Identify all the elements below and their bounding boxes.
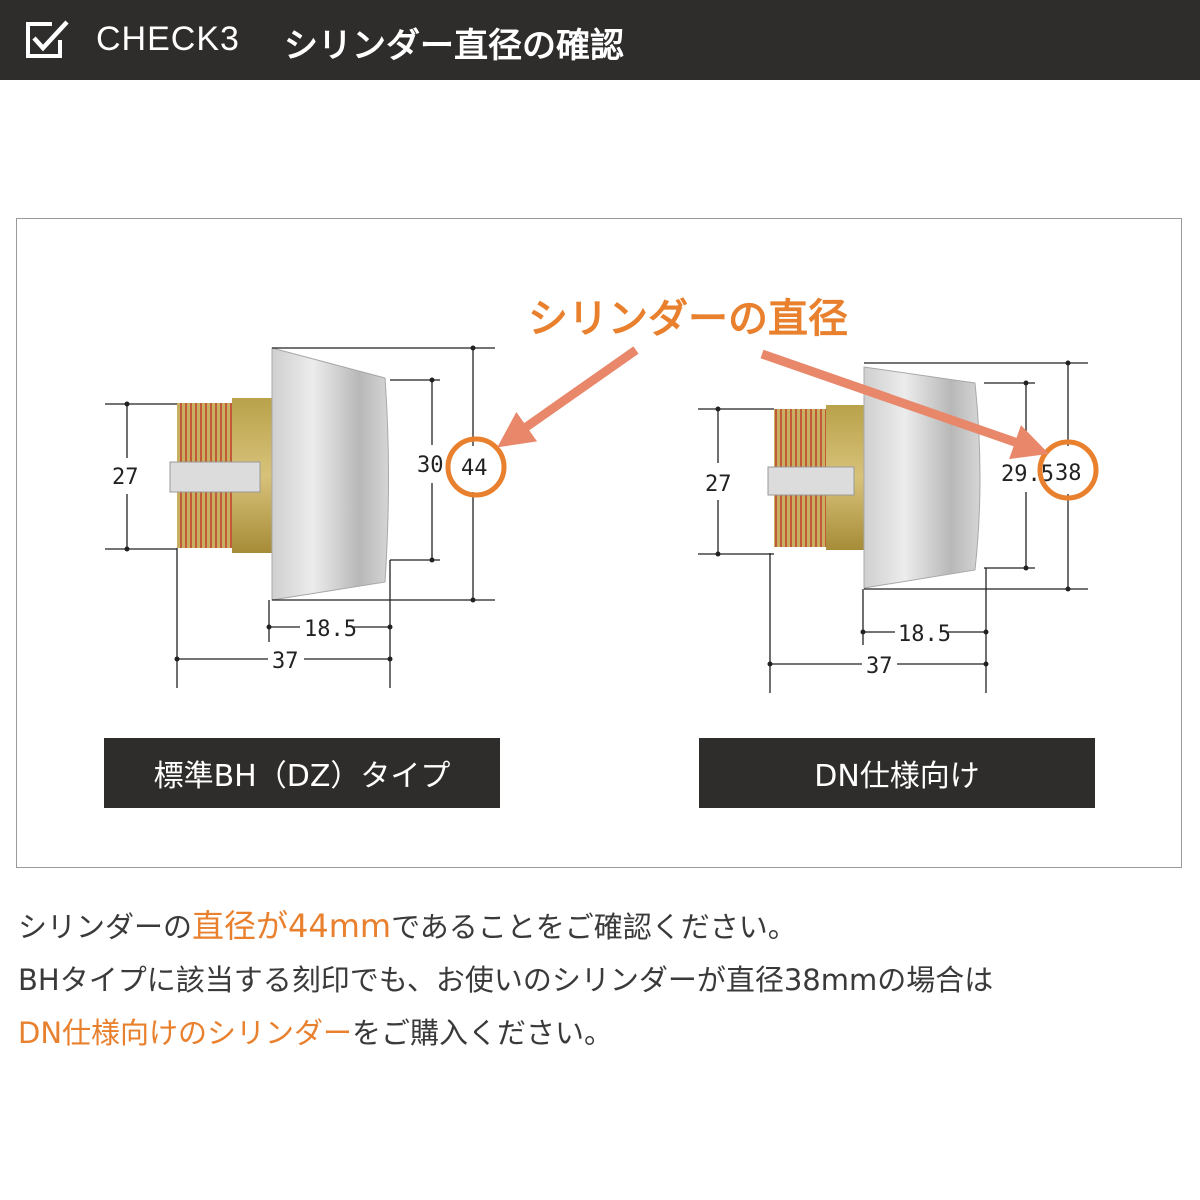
dimensions-right (698, 362, 1088, 693)
label-standard-bh: 標準BH（DZ）タイプ (104, 738, 500, 808)
dim-37-left: 37 (272, 649, 299, 674)
tailpiece-slot-right (767, 466, 855, 496)
label-dn-spec-text: DN仕様向け (814, 759, 980, 794)
highlight-circle-right (1037, 439, 1099, 501)
diagram-frame (16, 218, 1182, 868)
check-square-icon (26, 20, 69, 58)
page-title: シリンダー直径の確認 (284, 26, 624, 66)
description-line-1: シリンダーの直径が44mmであることをご確認ください。 (18, 907, 797, 945)
description: シリンダーの直径が44mmであることをご確認ください。 BHタイプに該当する刻印… (18, 900, 1188, 1060)
dim-37-right: 37 (866, 654, 893, 679)
description-line-3: DN仕様向けのシリンダーをご購入ください。 (18, 1016, 614, 1050)
arrow-right (760, 349, 1049, 460)
dim-27-right: 27 (705, 472, 732, 497)
dim-27-left: 27 (112, 465, 139, 490)
arrow-left (497, 346, 639, 448)
cylinder-left (169, 347, 389, 601)
diameter-callout: シリンダーの直径 (528, 296, 848, 342)
dim-18-5-right: 18.5 (898, 622, 951, 647)
dim-38-right: 38 (1055, 461, 1082, 486)
description-line-2: BHタイプに該当する刻印でも、お使いのシリンダーが直径38mmの場合は (18, 963, 994, 997)
dim-30-left: 30 (417, 453, 444, 478)
highlight-diameter: 直径が44mm (192, 907, 392, 945)
cylinder-right (767, 366, 981, 589)
dim-18-5-left: 18.5 (304, 617, 357, 642)
tailpiece-slot-left (169, 461, 261, 493)
label-standard-bh-text: 標準BH（DZ）タイプ (153, 759, 451, 794)
label-dn-spec: DN仕様向け (699, 738, 1095, 808)
highlight-circle-left (445, 436, 507, 498)
cone-left (271, 347, 389, 601)
header-prefix: CHECK3 (96, 20, 240, 58)
header-bar: CHECK3 シリンダー直径の確認 (0, 0, 1200, 80)
highlight-dn-cylinder: DN仕様向けのシリンダー (18, 1016, 353, 1050)
dim-44-left: 44 (461, 456, 488, 481)
